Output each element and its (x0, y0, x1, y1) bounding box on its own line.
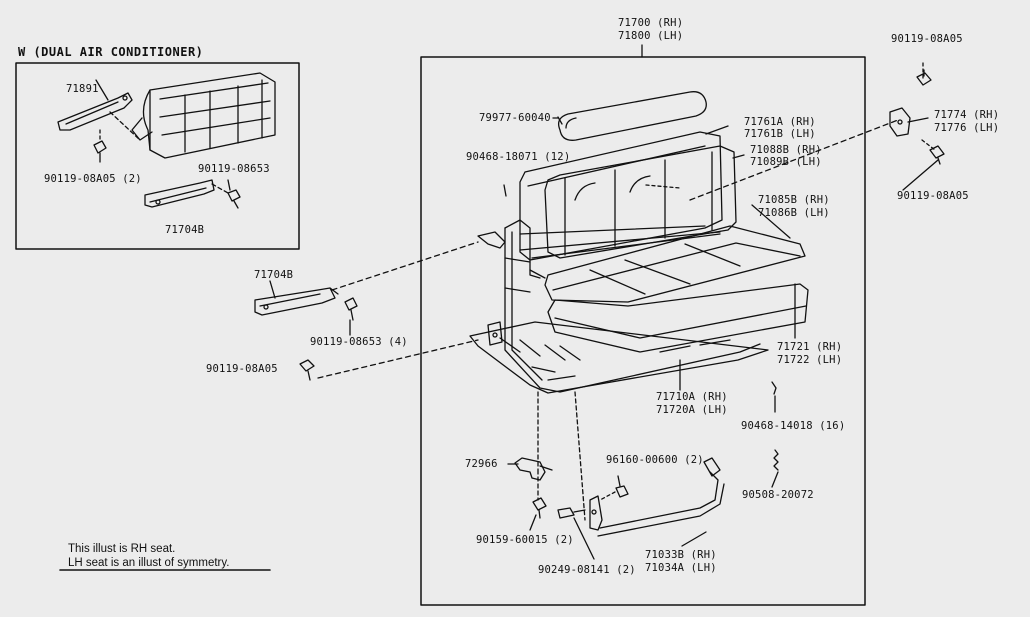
bolt-90119-08a05-left (299, 359, 315, 381)
label-90119-08653-4: 90119-08653 (4) (310, 336, 408, 348)
seat-side-bracket (477, 231, 506, 346)
label-71720a: 71720A (LH) (656, 404, 728, 416)
label-71704b: 71704B (254, 269, 294, 281)
screw-90468-18071 (503, 184, 507, 197)
label-79977-60040: 79977-60040 (479, 112, 551, 124)
clip-90468-14018 (771, 381, 777, 395)
label-inset-71704b: 71704B (165, 224, 205, 236)
seat-cushion-71085 (544, 225, 806, 303)
label-71722: 71722 (LH) (777, 354, 843, 366)
symmetry-note: This illust is RH seat. LH seat is an il… (68, 542, 229, 570)
nut-96160-00600 (615, 485, 629, 498)
seat-frame (504, 219, 761, 393)
label-71034a: 71034A (LH) (645, 562, 717, 574)
bolt-90249-08141 (557, 507, 586, 519)
handle-71704b (254, 287, 339, 316)
note-line-1: This illust is RH seat. (68, 543, 176, 555)
seat-bottom-pan-71710 (469, 321, 769, 394)
inset-bracket-71891 (57, 92, 133, 131)
bolt-90119-08653-4 (344, 297, 358, 321)
label-71800: 71800 (LH) (618, 30, 684, 42)
headrest-pad-79977 (557, 91, 707, 141)
bolt-90119-08a05-top (916, 69, 932, 86)
label-71085b: 71085B (RH) (758, 194, 830, 206)
label-71710a: 71710A (RH) (656, 391, 728, 403)
label-71089b: 71089B (LH) (750, 156, 822, 168)
label-90159-60015: 90159-60015 (2) (476, 534, 574, 546)
label-90119-08a05-top: 90119-08A05 (891, 33, 963, 45)
label-71891: 71891 (66, 83, 99, 95)
label-90508-20072: 90508-20072 (742, 489, 814, 501)
label-90468-14018: 90468-14018 (16) (741, 420, 846, 432)
label-72966: 72966 (465, 458, 498, 470)
label-71033b: 71033B (RH) (645, 549, 717, 561)
label-90249-08141: 90249-08141 (2) (538, 564, 636, 576)
label-71761a: 71761A (RH) (744, 116, 816, 128)
label-71776: 71776 (LH) (934, 122, 1000, 134)
inset-air-conditioner-frame (131, 72, 276, 159)
label-71088b: 71088B (RH) (750, 144, 822, 156)
main-frame (420, 56, 866, 606)
inset-bolt-90119-08a05 (93, 140, 107, 163)
label-90119-08a05-left: 90119-08A05 (206, 363, 278, 375)
label-90468-18071: 90468-18071 (12) (466, 151, 571, 163)
label-inset-90119-08a05-2: 90119-08A05 (2) (44, 173, 142, 185)
inset-handle-71704b (144, 179, 215, 208)
seat-base-71721 (547, 283, 809, 353)
backrest-cover-71761 (519, 131, 723, 261)
label-inset-90119-08653: 90119-08653 (198, 163, 270, 175)
note-line-2: LH seat is an illust of symmetry. (68, 557, 230, 569)
label-71721: 71721 (RH) (777, 341, 843, 353)
bracket-71774 (889, 107, 911, 137)
label-71774: 71774 (RH) (934, 109, 1000, 121)
spring-90508-20072 (773, 449, 779, 471)
bracket-72966 (514, 457, 553, 481)
label-96160-00600: 96160-00600 (2) (606, 454, 704, 466)
inset-title: W (DUAL AIR CONDITIONER) (18, 45, 204, 59)
backrest-pad-71088 (544, 145, 737, 259)
label-71700: 71700 (RH) (618, 17, 684, 29)
label-71086b: 71086B (LH) (758, 207, 830, 219)
label-90119-08a05-right: 90119-08A05 (897, 190, 969, 202)
bolt-90159-60015 (532, 497, 547, 519)
inset-frame (15, 62, 300, 250)
bolt-90119-08a05-right (929, 145, 945, 165)
label-71761b: 71761B (LH) (744, 128, 816, 140)
support-bar-71033b (589, 457, 725, 537)
inset-bolt-90119-08653 (227, 189, 241, 209)
